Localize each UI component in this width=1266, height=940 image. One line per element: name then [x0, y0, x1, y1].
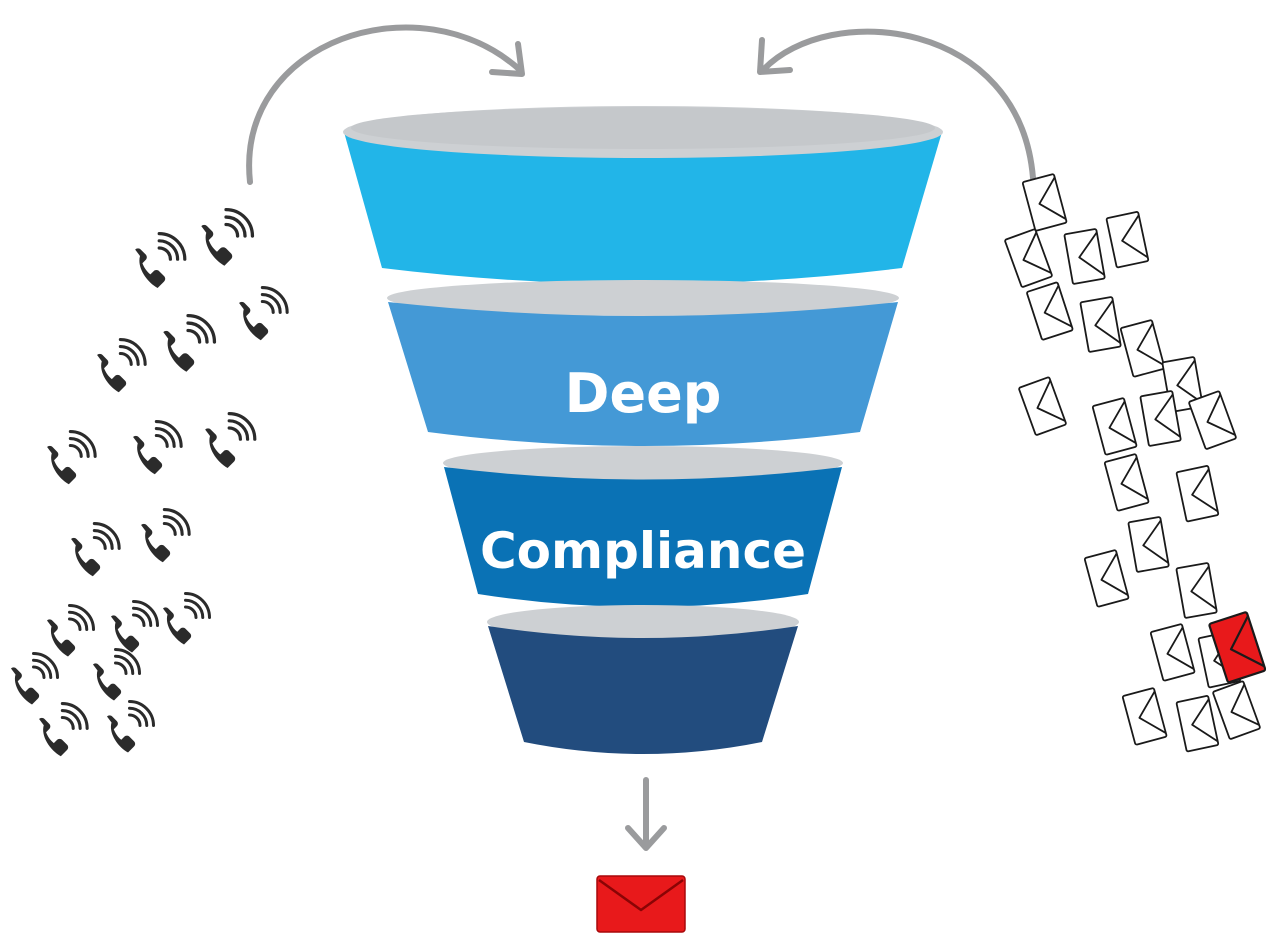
left-arrowhead — [489, 41, 525, 77]
envelope-icon — [1175, 464, 1220, 523]
envelope-icon — [1003, 228, 1054, 289]
funnel-stage-1-rim-inner — [351, 107, 935, 149]
envelope-icon — [1021, 172, 1068, 232]
funnel-stage-4-rim — [487, 605, 799, 639]
funnel-stage-4 — [487, 605, 799, 754]
funnel-stage-2: Deep — [387, 280, 899, 446]
output-envelope — [596, 875, 686, 933]
output-arrowhead — [625, 825, 667, 851]
envelope-icon — [1025, 281, 1074, 341]
envelope-icon — [1187, 390, 1238, 451]
funnel-stage-3: Compliance — [443, 446, 843, 607]
arrows — [246, 24, 1036, 851]
funnel-stage-1-body — [344, 132, 942, 284]
envelope-cluster — [1003, 172, 1266, 753]
phone-ringing-icon — [9, 652, 59, 706]
phone-ringing-icon — [105, 700, 155, 754]
envelope-icon — [1103, 452, 1150, 512]
envelope-icon — [1105, 210, 1150, 269]
funnel-stage-2-rim — [387, 280, 899, 316]
left-curved-arrow — [246, 24, 523, 185]
phone-ringing-icon — [45, 604, 95, 658]
phone-cluster — [9, 208, 289, 758]
right-arrowhead — [757, 37, 793, 75]
envelope-icon — [1119, 318, 1166, 378]
envelope-icon — [1091, 396, 1138, 456]
phone-ringing-icon — [109, 600, 159, 654]
envelope-icon — [1121, 686, 1168, 746]
phone-ringing-icon — [131, 420, 183, 476]
phone-ringing-icon — [199, 208, 255, 268]
envelope-icon — [1149, 622, 1196, 682]
funnel-stage-3-label: Compliance — [480, 522, 806, 580]
phone-ringing-icon — [161, 314, 217, 374]
funnel-stage-2-body — [388, 302, 898, 446]
phone-ringing-icon — [37, 702, 89, 758]
funnel-stage-4-body — [488, 626, 798, 754]
funnel: Deep Compliance — [343, 106, 943, 754]
phone-ringing-icon — [203, 412, 257, 470]
envelope-icon — [1127, 515, 1170, 574]
phone-ringing-icon — [45, 430, 97, 486]
phone-ringing-icon — [133, 232, 187, 290]
funnel-stage-3-body — [444, 467, 842, 607]
funnel-stage-2-label: Deep — [565, 362, 722, 425]
phone-ringing-icon — [237, 286, 289, 342]
envelope-icon — [1063, 227, 1106, 286]
phone-ringing-icon — [69, 522, 121, 578]
envelope-icon — [1175, 561, 1218, 620]
funnel-stage-3-rim — [443, 446, 843, 480]
envelope-icon — [1083, 548, 1130, 608]
envelope-icon — [1017, 376, 1068, 437]
phone-ringing-icon — [95, 338, 147, 394]
phone-ringing-icon — [91, 648, 141, 702]
envelope-icon — [1079, 295, 1122, 354]
right-curved-arrow — [760, 28, 1036, 181]
funnel-stage-1 — [343, 106, 943, 284]
envelope-icon — [1175, 694, 1220, 753]
red-envelope-icon — [596, 875, 686, 933]
envelope-icon — [1211, 680, 1262, 741]
phone-ringing-icon — [139, 508, 191, 564]
phone-ringing-icon — [161, 592, 211, 646]
